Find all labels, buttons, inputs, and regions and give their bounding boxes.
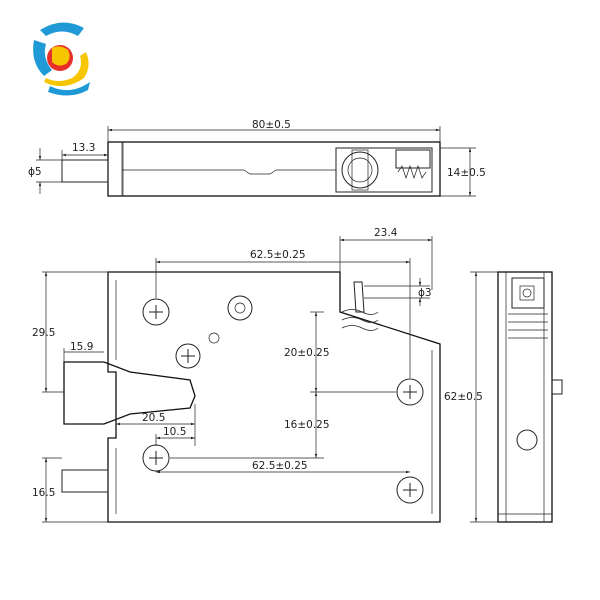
front-pin (61, 469, 109, 493)
side-view: 62±0.5 (444, 271, 563, 523)
dim-hole-v2: 16±0.25 (284, 419, 330, 431)
dim-height: 14±0.5 (447, 167, 486, 179)
screw-4 (396, 378, 424, 406)
side-body (497, 271, 553, 523)
screw-5 (142, 444, 170, 472)
side-spring (508, 313, 548, 339)
dim-height-left: 29.5 (32, 327, 55, 339)
dim-pin-length: 13.3 (72, 142, 95, 154)
dim-hole-v1: 20±0.25 (284, 347, 330, 359)
dim-hole-span-top: 62.5±0.25 (250, 249, 306, 261)
dim-lever-pin: ϕ3 (418, 287, 432, 299)
dim-latch-width: 15.9 (70, 341, 93, 353)
spring (397, 164, 427, 180)
dim-hole-span-bottom: 62.5±0.25 (252, 460, 308, 472)
screw-3 (175, 343, 201, 369)
front-spring (341, 309, 379, 331)
screw-6 (396, 476, 424, 504)
small-hole (208, 332, 220, 344)
latch (63, 361, 196, 425)
top-body (107, 141, 441, 197)
dim-side-height: 62±0.5 (444, 391, 483, 403)
screw-2 (227, 295, 253, 321)
dim-latch-length: 20.5 (142, 412, 165, 424)
top-pin (61, 159, 109, 183)
dim-latch-step: 10.5 (163, 426, 186, 438)
dim-pin-height: 16.5 (32, 487, 55, 499)
dim-length: 80±0.5 (252, 119, 291, 131)
company-logo (33, 22, 90, 96)
front-body (107, 271, 441, 523)
dim-pin-dia: ϕ5 (28, 166, 42, 178)
dim-bolt-offset: 23.4 (374, 227, 398, 239)
front-view: 23.4 62.5±0.25 ϕ3 29.5 15.9 20.5 10.5 62… (32, 227, 441, 523)
screw-1 (142, 298, 170, 326)
top-view: 80±0.5 13.3 ϕ5 14±0.5 (28, 119, 486, 197)
